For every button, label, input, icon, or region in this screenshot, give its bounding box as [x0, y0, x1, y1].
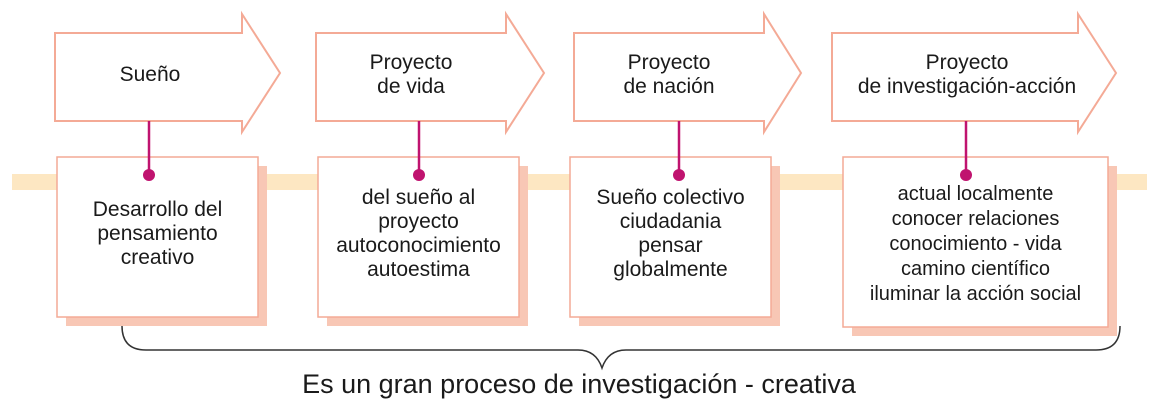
stage-1-box [56, 156, 259, 318]
stage-4-arrow-label: Proyecto de investigación-acción [857, 51, 1077, 98]
stage-3-box-text: Sueño colectivo ciudadania pensar global… [596, 186, 745, 281]
process-brace [121, 325, 1121, 371]
stage-2-arrow-label: Proyecto de vida [369, 51, 453, 98]
stage-1-arrow [54, 10, 282, 136]
stage-2-box [317, 156, 520, 318]
stage-4 [831, 10, 1118, 336]
stage-4-arrow [831, 10, 1118, 136]
stage-3-box [569, 156, 772, 318]
stage-2-connector-dot [413, 169, 425, 181]
stage-3-connector-dot [673, 169, 685, 181]
stage-1-connector-dot [143, 169, 155, 181]
stage-3 [569, 10, 803, 326]
stage-4-connector-dot [960, 169, 972, 181]
stage-2-arrow [315, 10, 546, 136]
stage-2 [315, 10, 546, 326]
stage-4-box [842, 156, 1109, 328]
stage-1 [54, 10, 282, 326]
stage-3-arrow-label: Proyecto de nación [623, 51, 715, 98]
diagram-caption: Es un gran proceso de investigación - cr… [302, 369, 856, 399]
stage-1-arrow-label: Sueño [119, 63, 181, 86]
stage-1-box-text: Desarrollo del pensamiento creativo [92, 198, 223, 269]
stage-3-arrow [573, 10, 803, 136]
stage-2-box-text: del sueño al proyecto autoconocimiento a… [336, 186, 501, 281]
stage-4-box-text: actual localmente conocer relaciones con… [869, 183, 1082, 305]
